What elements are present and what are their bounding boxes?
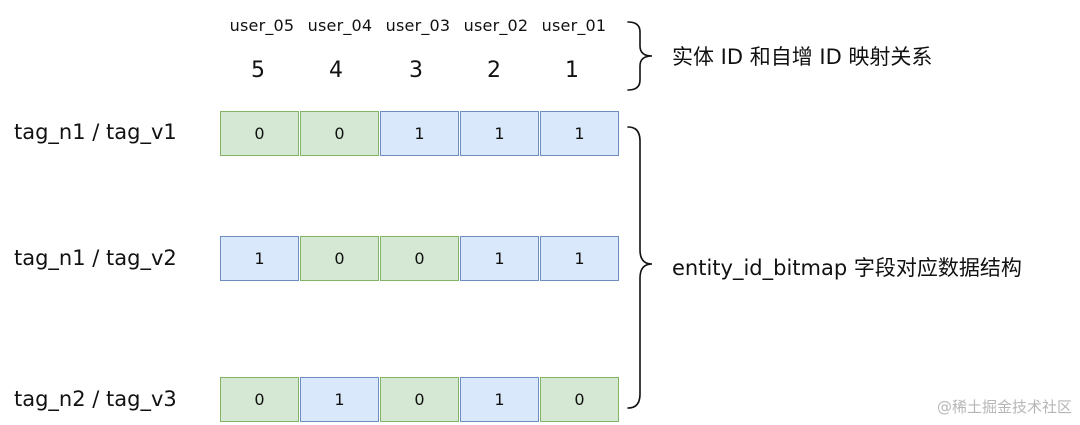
auto-increment-id-1: 1 <box>565 58 579 83</box>
user-label-01: user_01 <box>541 16 607 35</box>
mapping-brace <box>627 21 653 91</box>
bit-cell: 0 <box>300 111 379 156</box>
row-label-tag-v2: tag_n1 / tag_v2 <box>14 246 177 270</box>
user-label-05: user_05 <box>229 16 295 35</box>
bit-cell: 1 <box>300 377 379 422</box>
bitmap-row-tag-v2: 1 0 0 1 1 <box>220 236 619 281</box>
row-label-tag-v1: tag_n1 / tag_v1 <box>14 120 177 144</box>
auto-increment-id-3: 3 <box>409 58 423 83</box>
user-label-03: user_03 <box>385 16 451 35</box>
auto-increment-id-2: 2 <box>487 58 501 83</box>
structure-brace <box>627 126 653 409</box>
bit-cell: 1 <box>220 236 299 281</box>
bitmap-row-tag-v3: 0 1 0 1 0 <box>220 377 619 422</box>
bit-cell: 0 <box>300 236 379 281</box>
auto-increment-id-5: 5 <box>251 58 265 83</box>
bit-cell: 1 <box>540 236 619 281</box>
bit-cell: 0 <box>220 377 299 422</box>
bit-cell: 1 <box>540 111 619 156</box>
auto-increment-id-4: 4 <box>329 58 343 83</box>
bit-cell: 0 <box>380 377 459 422</box>
bit-cell: 0 <box>380 236 459 281</box>
row-label-tag-v3: tag_n2 / tag_v3 <box>14 387 177 411</box>
watermark: @稀土掘金技术社区 <box>936 398 1072 416</box>
bit-cell: 0 <box>220 111 299 156</box>
structure-annotation: entity_id_bitmap 字段对应数据结构 <box>672 256 1022 280</box>
user-label-02: user_02 <box>463 16 529 35</box>
bit-cell: 1 <box>460 236 539 281</box>
bit-cell: 1 <box>460 111 539 156</box>
bit-cell: 0 <box>540 377 619 422</box>
bitmap-row-tag-v1: 0 0 1 1 1 <box>220 111 619 156</box>
bit-cell: 1 <box>380 111 459 156</box>
mapping-annotation: 实体 ID 和自增 ID 映射关系 <box>672 45 933 69</box>
bit-cell: 1 <box>460 377 539 422</box>
user-label-04: user_04 <box>307 16 373 35</box>
